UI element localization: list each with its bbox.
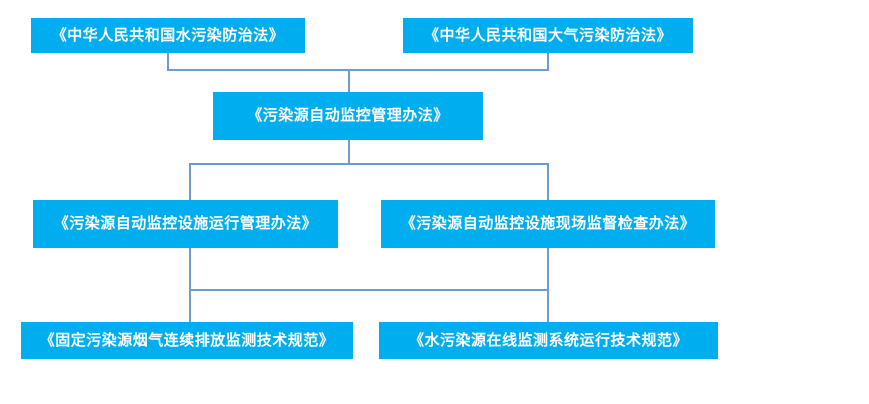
connector-law-air-down	[547, 52, 549, 71]
node-law-water[interactable]: 《中华人民共和国水污染防治法》	[31, 18, 305, 53]
connector-level3-bus	[189, 289, 549, 291]
node-measure-auto-monitor[interactable]: 《污染源自动监控管理办法》	[213, 92, 483, 140]
connector-level1-bus	[167, 69, 549, 71]
node-spec-flue-gas-cems[interactable]: 《固定污染源烟气连续排放监测技术规范》	[21, 322, 353, 359]
node-law-air[interactable]: 《中华人民共和国大气污染防治法》	[403, 18, 693, 53]
connector-bus-to-auto-monitor	[348, 69, 350, 93]
connector-bus-to-onsite-inspection	[547, 163, 549, 201]
node-spec-water-online-monitor[interactable]: 《水污染源在线监测系统运行技术规范》	[379, 322, 718, 359]
connector-facility-operation-down	[189, 248, 191, 323]
connector-law-water-down	[167, 52, 169, 71]
connector-auto-monitor-down	[348, 140, 350, 165]
connector-onsite-inspection-down	[547, 248, 549, 323]
connector-bus-to-facility-operation	[189, 163, 191, 201]
node-measure-facility-operation[interactable]: 《污染源自动监控设施运行管理办法》	[33, 200, 338, 248]
connector-level2-bus	[189, 163, 549, 165]
node-measure-onsite-inspection[interactable]: 《污染源自动监控设施现场监督检查办法》	[381, 200, 715, 248]
